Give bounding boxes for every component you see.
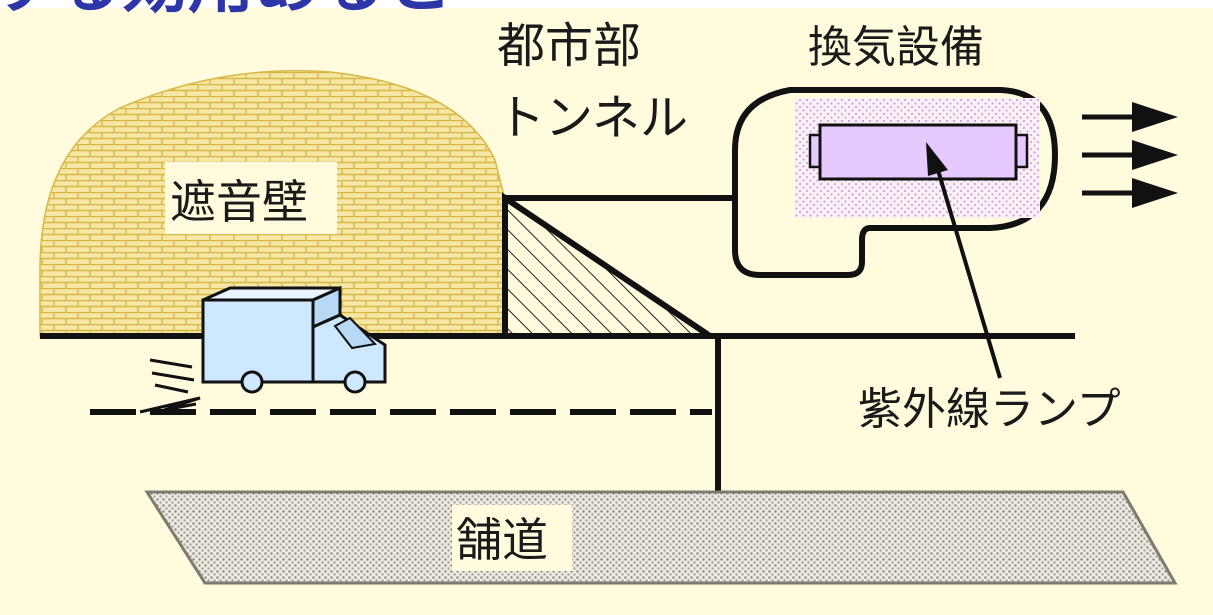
sound-wall-label: 遮音壁: [170, 175, 308, 229]
urban-tunnel-label-2: トンネル: [497, 90, 688, 146]
pavement-label-bg: [452, 505, 572, 571]
truck-icon: [201, 285, 387, 394]
ventilation-label: 換気設備: [808, 22, 984, 73]
uv-lamp-label: 紫外線ランプ: [858, 384, 1121, 435]
pavement: [144, 490, 1178, 585]
uv-lamp-pointer: [933, 159, 1002, 379]
header-text: する効用あると: [0, 0, 452, 22]
exhaust-arrow-icon: [1082, 102, 1178, 208]
speed-lines: [139, 358, 201, 414]
uv-lamp-pointer-head: [926, 142, 948, 176]
sound-wall-label-bg: [165, 162, 337, 234]
pavement-label: 舗道: [456, 513, 548, 567]
urban-tunnel-label-1: 都市部: [497, 18, 641, 74]
uv-lamp: [818, 123, 1018, 181]
